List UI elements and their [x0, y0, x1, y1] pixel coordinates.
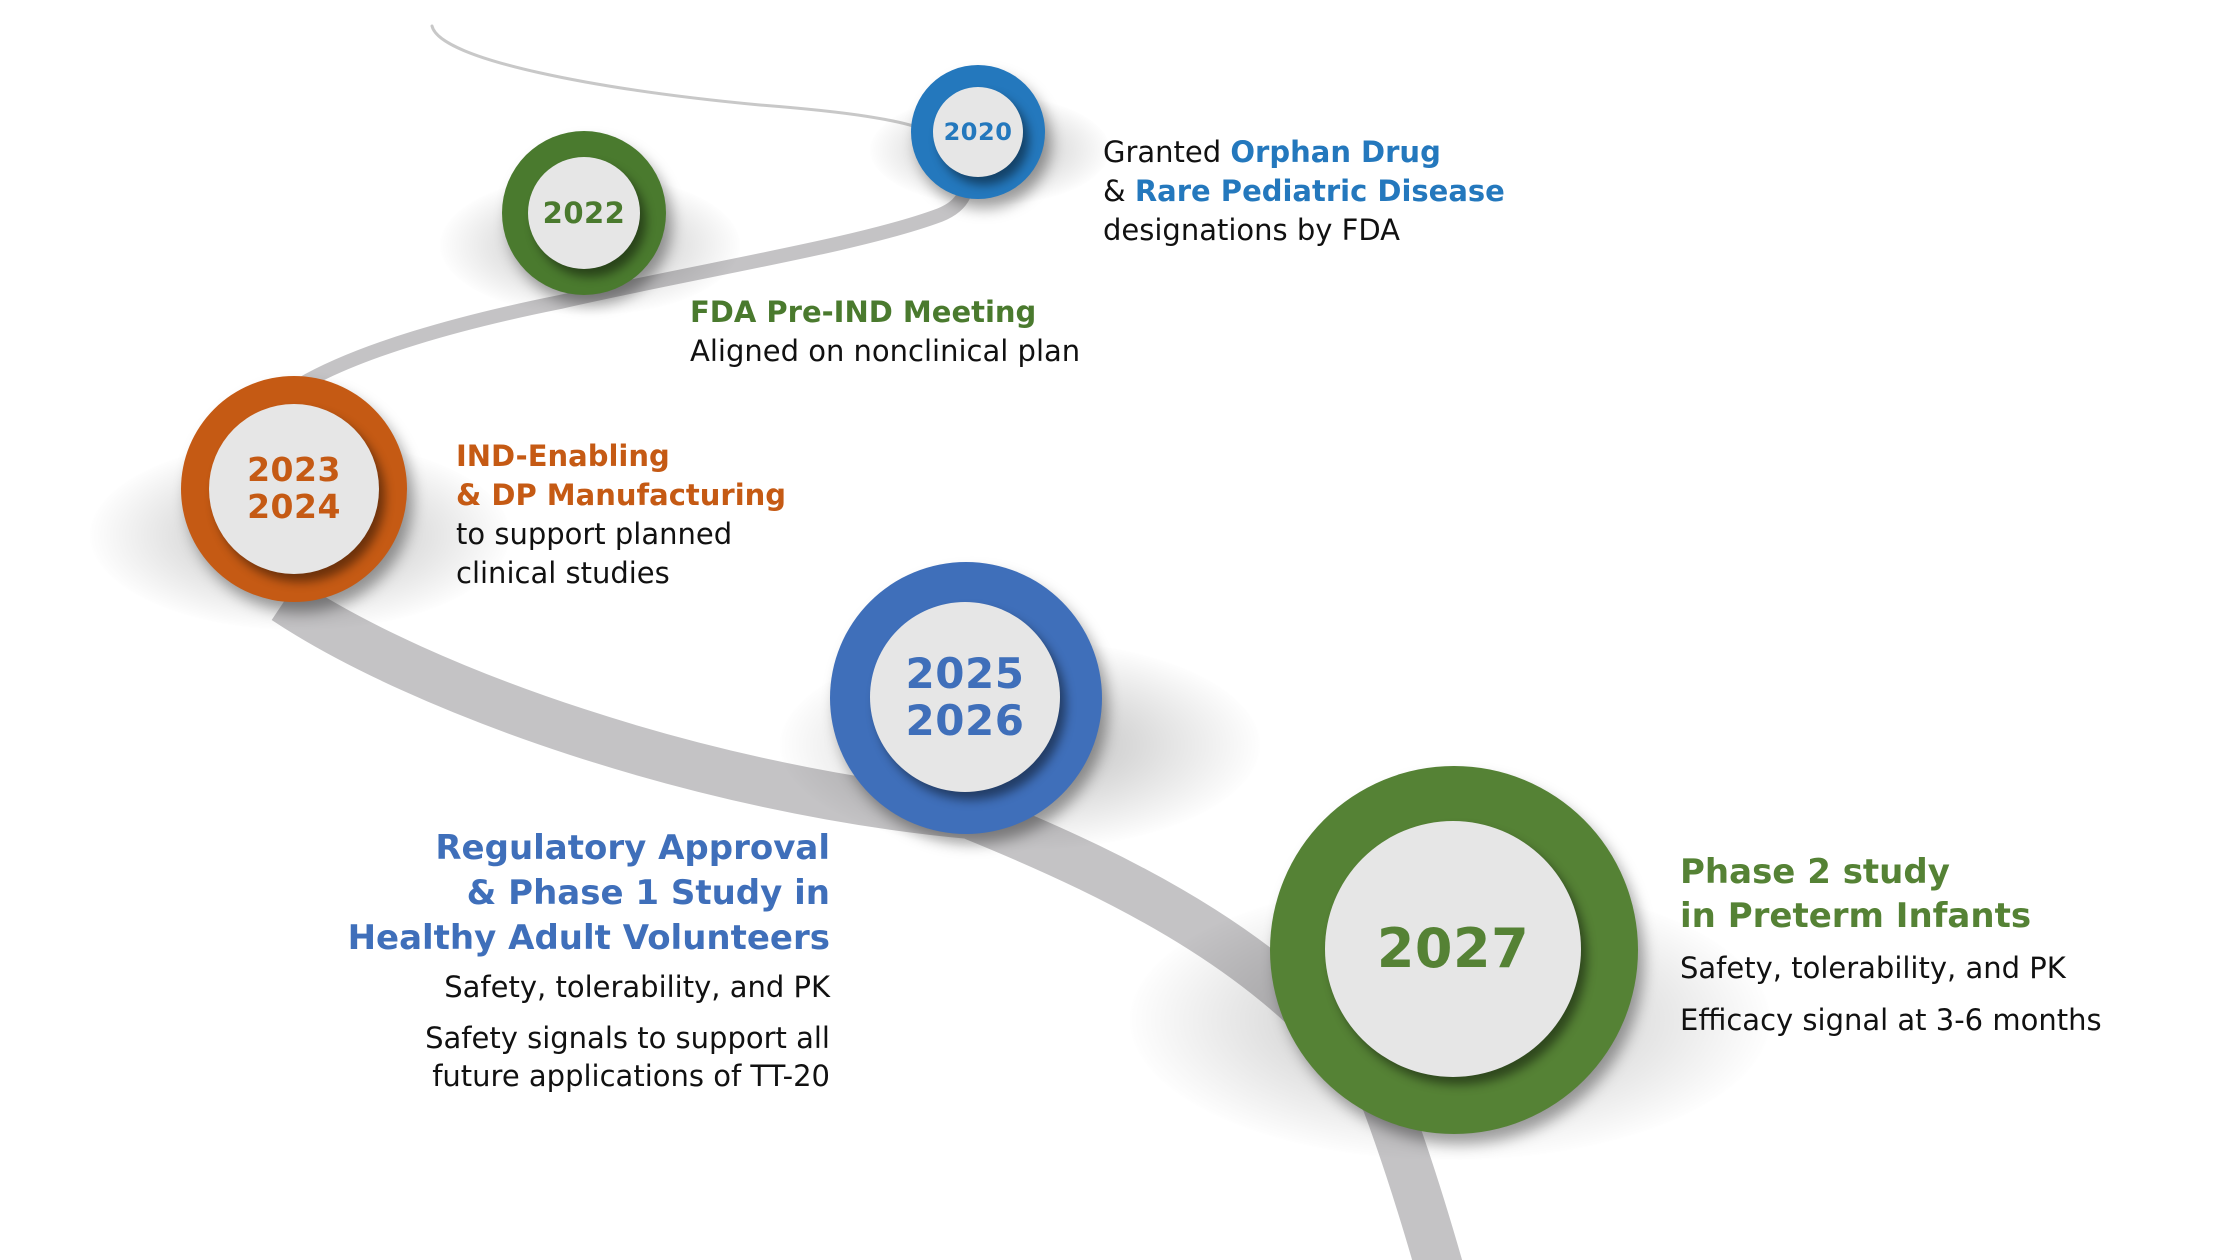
- year-disc: 2022: [528, 157, 640, 269]
- year-label: 2020: [943, 117, 1013, 146]
- milestone-heading: in Preterm Infants: [1680, 896, 2032, 936]
- milestone-detail: Safety, tolerability, and PK: [1680, 951, 2066, 985]
- milestone-detail: Safety signals to support all: [425, 1021, 830, 1055]
- milestone-heading: IND-Enabling: [456, 439, 670, 473]
- milestone-node-2022[interactable]: 2022: [502, 131, 666, 295]
- milestone-text-2023-2024: IND-Enabling & DP Manufacturing to suppo…: [456, 437, 786, 593]
- milestone-text-2027: Phase 2 study in Preterm Infants Safety,…: [1680, 850, 2102, 1040]
- milestone-detail: future applications of TT-20: [432, 1059, 830, 1093]
- milestone-detail: Aligned on nonclinical plan: [690, 334, 1081, 368]
- year-label: 2022: [542, 195, 626, 230]
- line-1: Granted Orphan Drug: [1103, 135, 1441, 169]
- year-label: 2023: [247, 450, 341, 490]
- line-3: designations by FDA: [1103, 213, 1400, 247]
- year-disc: 2023 2024: [209, 404, 379, 574]
- milestone-detail: Safety, tolerability, and PK: [444, 970, 830, 1004]
- milestone-text-2020: Granted Orphan Drug & Rare Pediatric Dis…: [1103, 133, 1505, 250]
- milestone-heading: Phase 2 study: [1680, 852, 1950, 892]
- year-disc: 2027: [1325, 821, 1581, 1077]
- milestone-heading: Regulatory Approval: [435, 828, 830, 868]
- milestone-text-2022: FDA Pre-IND Meeting Aligned on nonclinic…: [690, 293, 1080, 371]
- line-2: & Rare Pediatric Disease: [1103, 174, 1505, 208]
- milestone-node-2027[interactable]: 2027: [1270, 766, 1638, 1134]
- road-segment-lower: [271, 580, 1463, 1260]
- milestone-node-2023-2024[interactable]: 2023 2024: [181, 376, 407, 602]
- year-label: 2026: [905, 696, 1025, 745]
- milestone-detail: clinical studies: [456, 556, 670, 590]
- milestone-detail: to support planned: [456, 517, 733, 551]
- milestone-heading: & Phase 1 Study in: [466, 873, 830, 913]
- milestone-node-2020[interactable]: 2020: [911, 65, 1045, 199]
- milestone-heading: & DP Manufacturing: [456, 478, 787, 512]
- year-label: 2025: [905, 648, 1025, 698]
- milestone-text-2025-2026: Regulatory Approval & Phase 1 Study in H…: [348, 826, 830, 1095]
- year-disc: 2020: [933, 87, 1023, 177]
- milestone-heading: Healthy Adult Volunteers: [347, 918, 830, 958]
- year-label: 2024: [247, 487, 341, 526]
- milestone-node-2025-2026[interactable]: 2025 2026: [830, 562, 1102, 834]
- milestone-detail: Efficacy signal at 3-6 months: [1680, 1003, 2102, 1037]
- road-thin-start: [430, 24, 927, 132]
- year-disc: 2025 2026: [870, 602, 1060, 792]
- year-label: 2027: [1376, 916, 1530, 980]
- milestone-heading: FDA Pre-IND Meeting: [690, 295, 1037, 329]
